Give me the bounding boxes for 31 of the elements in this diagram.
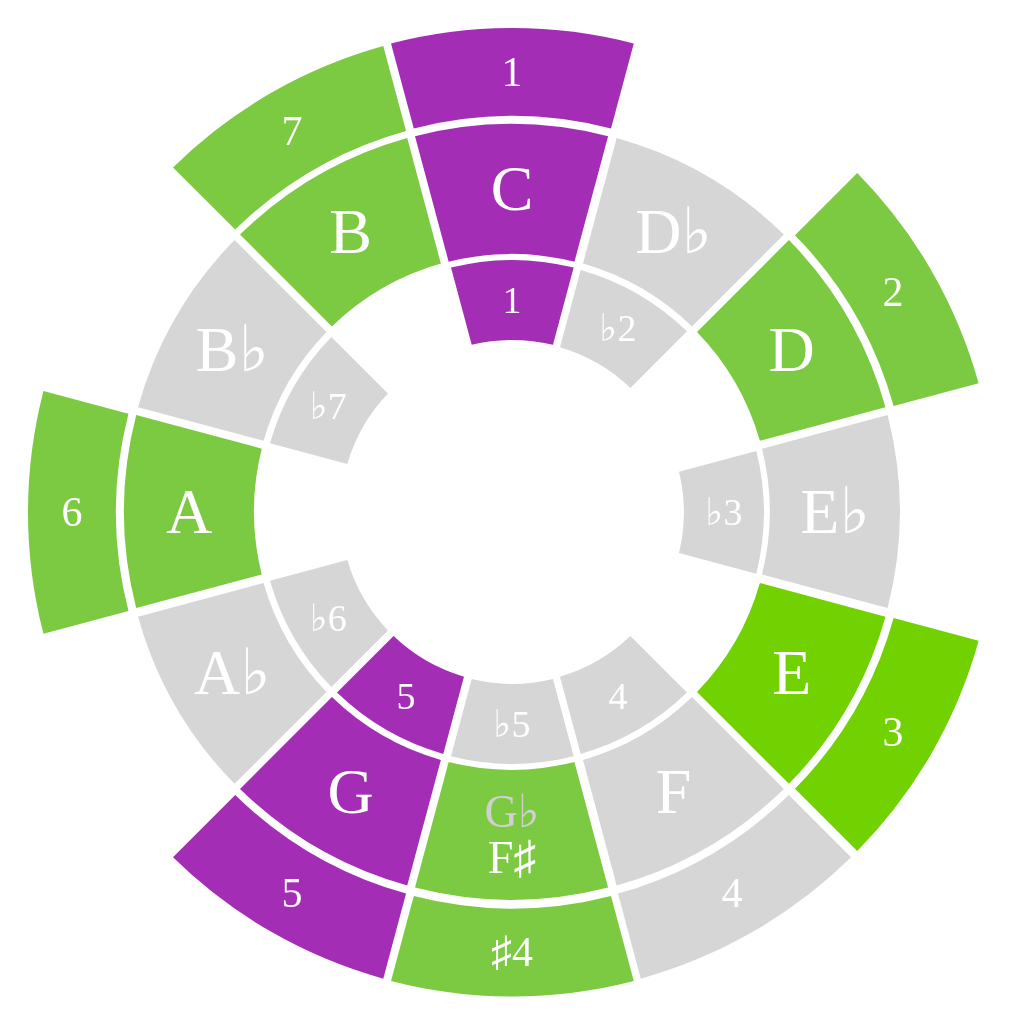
note-name: D	[768, 318, 815, 383]
scale-degree: 5	[281, 872, 303, 915]
scale-degree: 2	[882, 271, 904, 313]
ring-segment	[697, 582, 886, 784]
ring-segment	[450, 679, 574, 764]
note-name: C	[490, 157, 534, 221]
ring-segment	[390, 28, 634, 129]
ring-segment	[336, 636, 464, 755]
scale-degree: ♯4	[491, 931, 533, 973]
ring-segment	[560, 269, 688, 388]
ring-segment	[415, 762, 609, 900]
note-name: G	[327, 759, 374, 824]
ring-segment	[28, 390, 129, 634]
ring-segment	[124, 415, 262, 609]
ring-segment	[390, 895, 634, 996]
note-name: A	[165, 480, 213, 544]
scale-degree: 6	[61, 491, 83, 533]
scale-degree: 3	[882, 711, 904, 753]
interval-label: 5	[396, 676, 416, 715]
interval-label: 1	[502, 281, 522, 319]
scale-degree: 7	[281, 109, 303, 152]
note-name: F♯	[487, 835, 537, 882]
ring-segment	[450, 260, 574, 345]
ring-segment	[269, 560, 388, 688]
note-name: G♭	[484, 788, 540, 835]
scale-degree: 1	[501, 51, 523, 93]
note-name: B	[329, 200, 372, 265]
ring-segment	[560, 636, 688, 755]
ring-segment	[679, 450, 764, 574]
ring-segment	[269, 336, 388, 464]
note-name: E	[772, 641, 812, 706]
